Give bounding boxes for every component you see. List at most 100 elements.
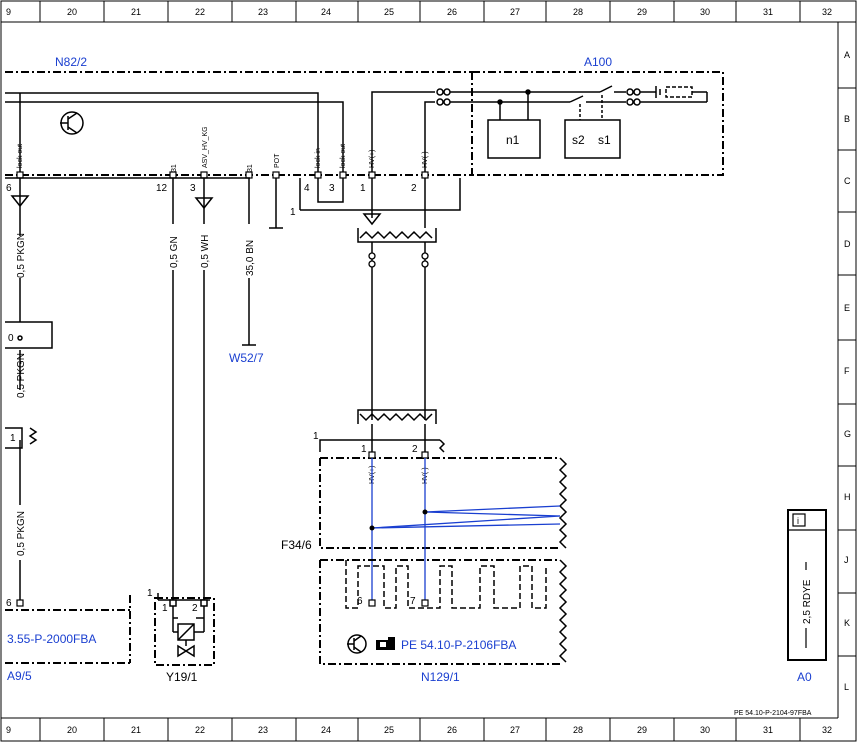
wire-label-pkgn-3: 0,5 PKGN	[16, 511, 27, 556]
pin-number: 3	[329, 183, 335, 194]
pin-number: 2	[411, 183, 417, 194]
col-label: 26	[447, 7, 457, 17]
a100-label: A100	[584, 55, 612, 69]
wire-label-pkgn-2: 0,5 PKGN	[16, 353, 27, 398]
row-label: A	[844, 50, 850, 60]
a0-label: A0	[797, 670, 812, 684]
n129-1-label: N129/1	[421, 670, 460, 684]
pin-connector	[421, 451, 429, 459]
pin-number: 7	[410, 596, 416, 607]
row-label: G	[844, 429, 851, 439]
break-mark	[558, 457, 568, 549]
col-label: 27	[510, 7, 520, 17]
col-label: 22	[195, 7, 205, 17]
blue-wires	[371, 458, 561, 604]
pin-31-a: 31	[171, 164, 178, 172]
a100-internal	[436, 85, 708, 120]
connector-pins-n82	[16, 171, 429, 179]
col-label: 25	[384, 725, 394, 735]
pin-number: 1	[290, 207, 296, 218]
row-label: B	[844, 114, 850, 124]
row-labels: A B C D E F G H J K L	[844, 50, 851, 692]
pin-number: 6	[6, 598, 12, 609]
col-label: 28	[573, 7, 583, 17]
wire-label-pkgn-1: 0,5 PKGN	[16, 233, 27, 278]
pin-number: 1	[313, 431, 319, 442]
row-label: L	[844, 682, 849, 692]
row-label: K	[844, 618, 850, 628]
pin-number: 1	[10, 433, 16, 444]
y19-1-label: Y19/1	[166, 670, 198, 684]
a9-5-border	[5, 595, 131, 664]
col-label: 29	[637, 7, 647, 17]
n82-2-label: N82/2	[55, 55, 87, 69]
pin-number: 12	[156, 183, 168, 194]
col-label: 28	[573, 725, 583, 735]
wire-label-bn: 35,0 BN	[245, 240, 256, 276]
col-label: 24	[321, 725, 331, 735]
junction	[369, 525, 375, 531]
col-label: 27	[510, 725, 520, 735]
info-icon[interactable]	[792, 513, 806, 527]
col-label: 31	[763, 725, 773, 735]
wire-label-gn: 0,5 GN	[169, 236, 180, 268]
col-label: 32	[822, 725, 832, 735]
f34-6-label: F34/6	[281, 538, 312, 552]
y19-1-border	[154, 597, 215, 666]
col-label: 9	[6, 7, 11, 17]
transistor-icon	[60, 111, 84, 135]
n1-box-label: n1	[506, 133, 520, 147]
pin-hv-minus: HV(-)	[422, 151, 429, 168]
wires	[5, 177, 461, 601]
col-label: 22	[195, 725, 205, 735]
valve-icon	[169, 599, 208, 658]
col-label: 9	[6, 725, 11, 735]
pin-number: 1	[147, 588, 153, 599]
n129-1-internal-ducts	[345, 560, 547, 609]
col-label: 29	[637, 725, 647, 735]
wire-labels: 0,5 PKGN 0,5 PKGN 0,5 PKGN 0,5 GN 0,5 WH…	[16, 233, 256, 556]
n82-2-module-border	[5, 71, 473, 176]
pin-number: 2	[192, 603, 198, 614]
info-icon-glyph: i	[797, 516, 799, 526]
col-label: 25	[384, 7, 394, 17]
wire-label-wh: 0,5 WH	[200, 235, 211, 268]
pin-lock-out-left: lock out	[17, 144, 24, 168]
n82-2-internal-wires	[5, 91, 435, 172]
col-label: 20	[67, 725, 77, 735]
col-label: 30	[700, 725, 710, 735]
s2-label: s2	[572, 133, 585, 147]
col-label: 21	[131, 725, 141, 735]
col-label: 26	[447, 725, 457, 735]
row-label: J	[844, 555, 849, 565]
col-label: 30	[700, 7, 710, 17]
row-label: H	[844, 492, 851, 502]
pin-number: 6	[357, 596, 363, 607]
col-label: 20	[67, 7, 77, 17]
pin-labels: lock out 31 ASV_HV_KG 31 POT lock in loc…	[17, 126, 429, 484]
pin-asv: ASV_HV_KG	[202, 126, 209, 168]
col-label: 32	[822, 7, 832, 17]
left-ref-link[interactable]: 3.55-P-2000FBA	[7, 632, 96, 646]
a9-5-label: A9/5	[7, 669, 32, 683]
bottom-ref-link[interactable]: PE 54.10-P-2106FBA	[401, 638, 516, 652]
pin-connector	[368, 451, 376, 459]
pin-number: 2	[412, 444, 418, 455]
wire-label-rdye: 2,5 RDYE	[802, 579, 813, 624]
pin-number: 1	[360, 183, 366, 194]
pin-number: 1	[361, 444, 367, 455]
col-label: 24	[321, 7, 331, 17]
junction	[422, 509, 428, 515]
row-label: E	[844, 303, 850, 313]
col-label: 23	[258, 725, 268, 735]
pin-lock-in: lock in	[315, 148, 322, 168]
og-connectors	[368, 252, 429, 268]
column-labels-bottom: 9 20 21 22 23 24 25 26 27 28 29 30 31 32	[6, 725, 832, 735]
w52-7-label: W52/7	[229, 351, 264, 365]
pin-number: 4	[304, 183, 310, 194]
row-label: D	[844, 239, 851, 249]
pin-connector	[368, 599, 376, 607]
fuse-icon	[655, 86, 707, 98]
pin-connector	[421, 599, 429, 607]
